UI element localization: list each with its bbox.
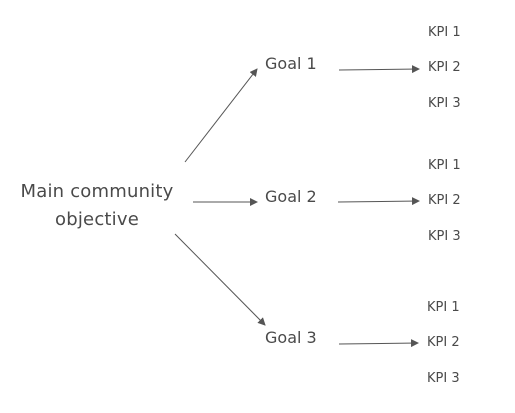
main-objective-label: Main community objective <box>2 178 192 234</box>
goal-2-kpi-3: KPI 3 <box>428 229 461 244</box>
goal-1-kpi-2: KPI 2 <box>428 60 461 75</box>
goal-3-label: Goal 3 <box>265 328 317 347</box>
goal-3-kpi-1: KPI 1 <box>427 300 460 315</box>
arrow-goal-2-to-kpis <box>337 197 420 206</box>
goal-1-kpi-1: KPI 1 <box>428 25 461 40</box>
goal-1-label: Goal 1 <box>265 54 317 73</box>
arrow-goal-3-to-kpis <box>338 339 419 348</box>
goal-3-kpi-3: KPI 3 <box>427 371 460 386</box>
arrow-goal-1-to-kpis <box>338 65 420 74</box>
objective-line-2: objective <box>55 209 139 230</box>
goal-2-label: Goal 2 <box>265 187 317 206</box>
arrow-objective-to-goal-3 <box>174 233 266 326</box>
arrow-objective-to-goal-1 <box>184 68 258 163</box>
objective-line-1: Main community <box>20 181 174 202</box>
goal-3-kpi-2: KPI 2 <box>427 335 460 350</box>
goal-2-kpi-2: KPI 2 <box>428 193 461 208</box>
goal-1-kpi-3: KPI 3 <box>428 96 461 111</box>
goal-2-kpi-1: KPI 1 <box>428 158 461 173</box>
